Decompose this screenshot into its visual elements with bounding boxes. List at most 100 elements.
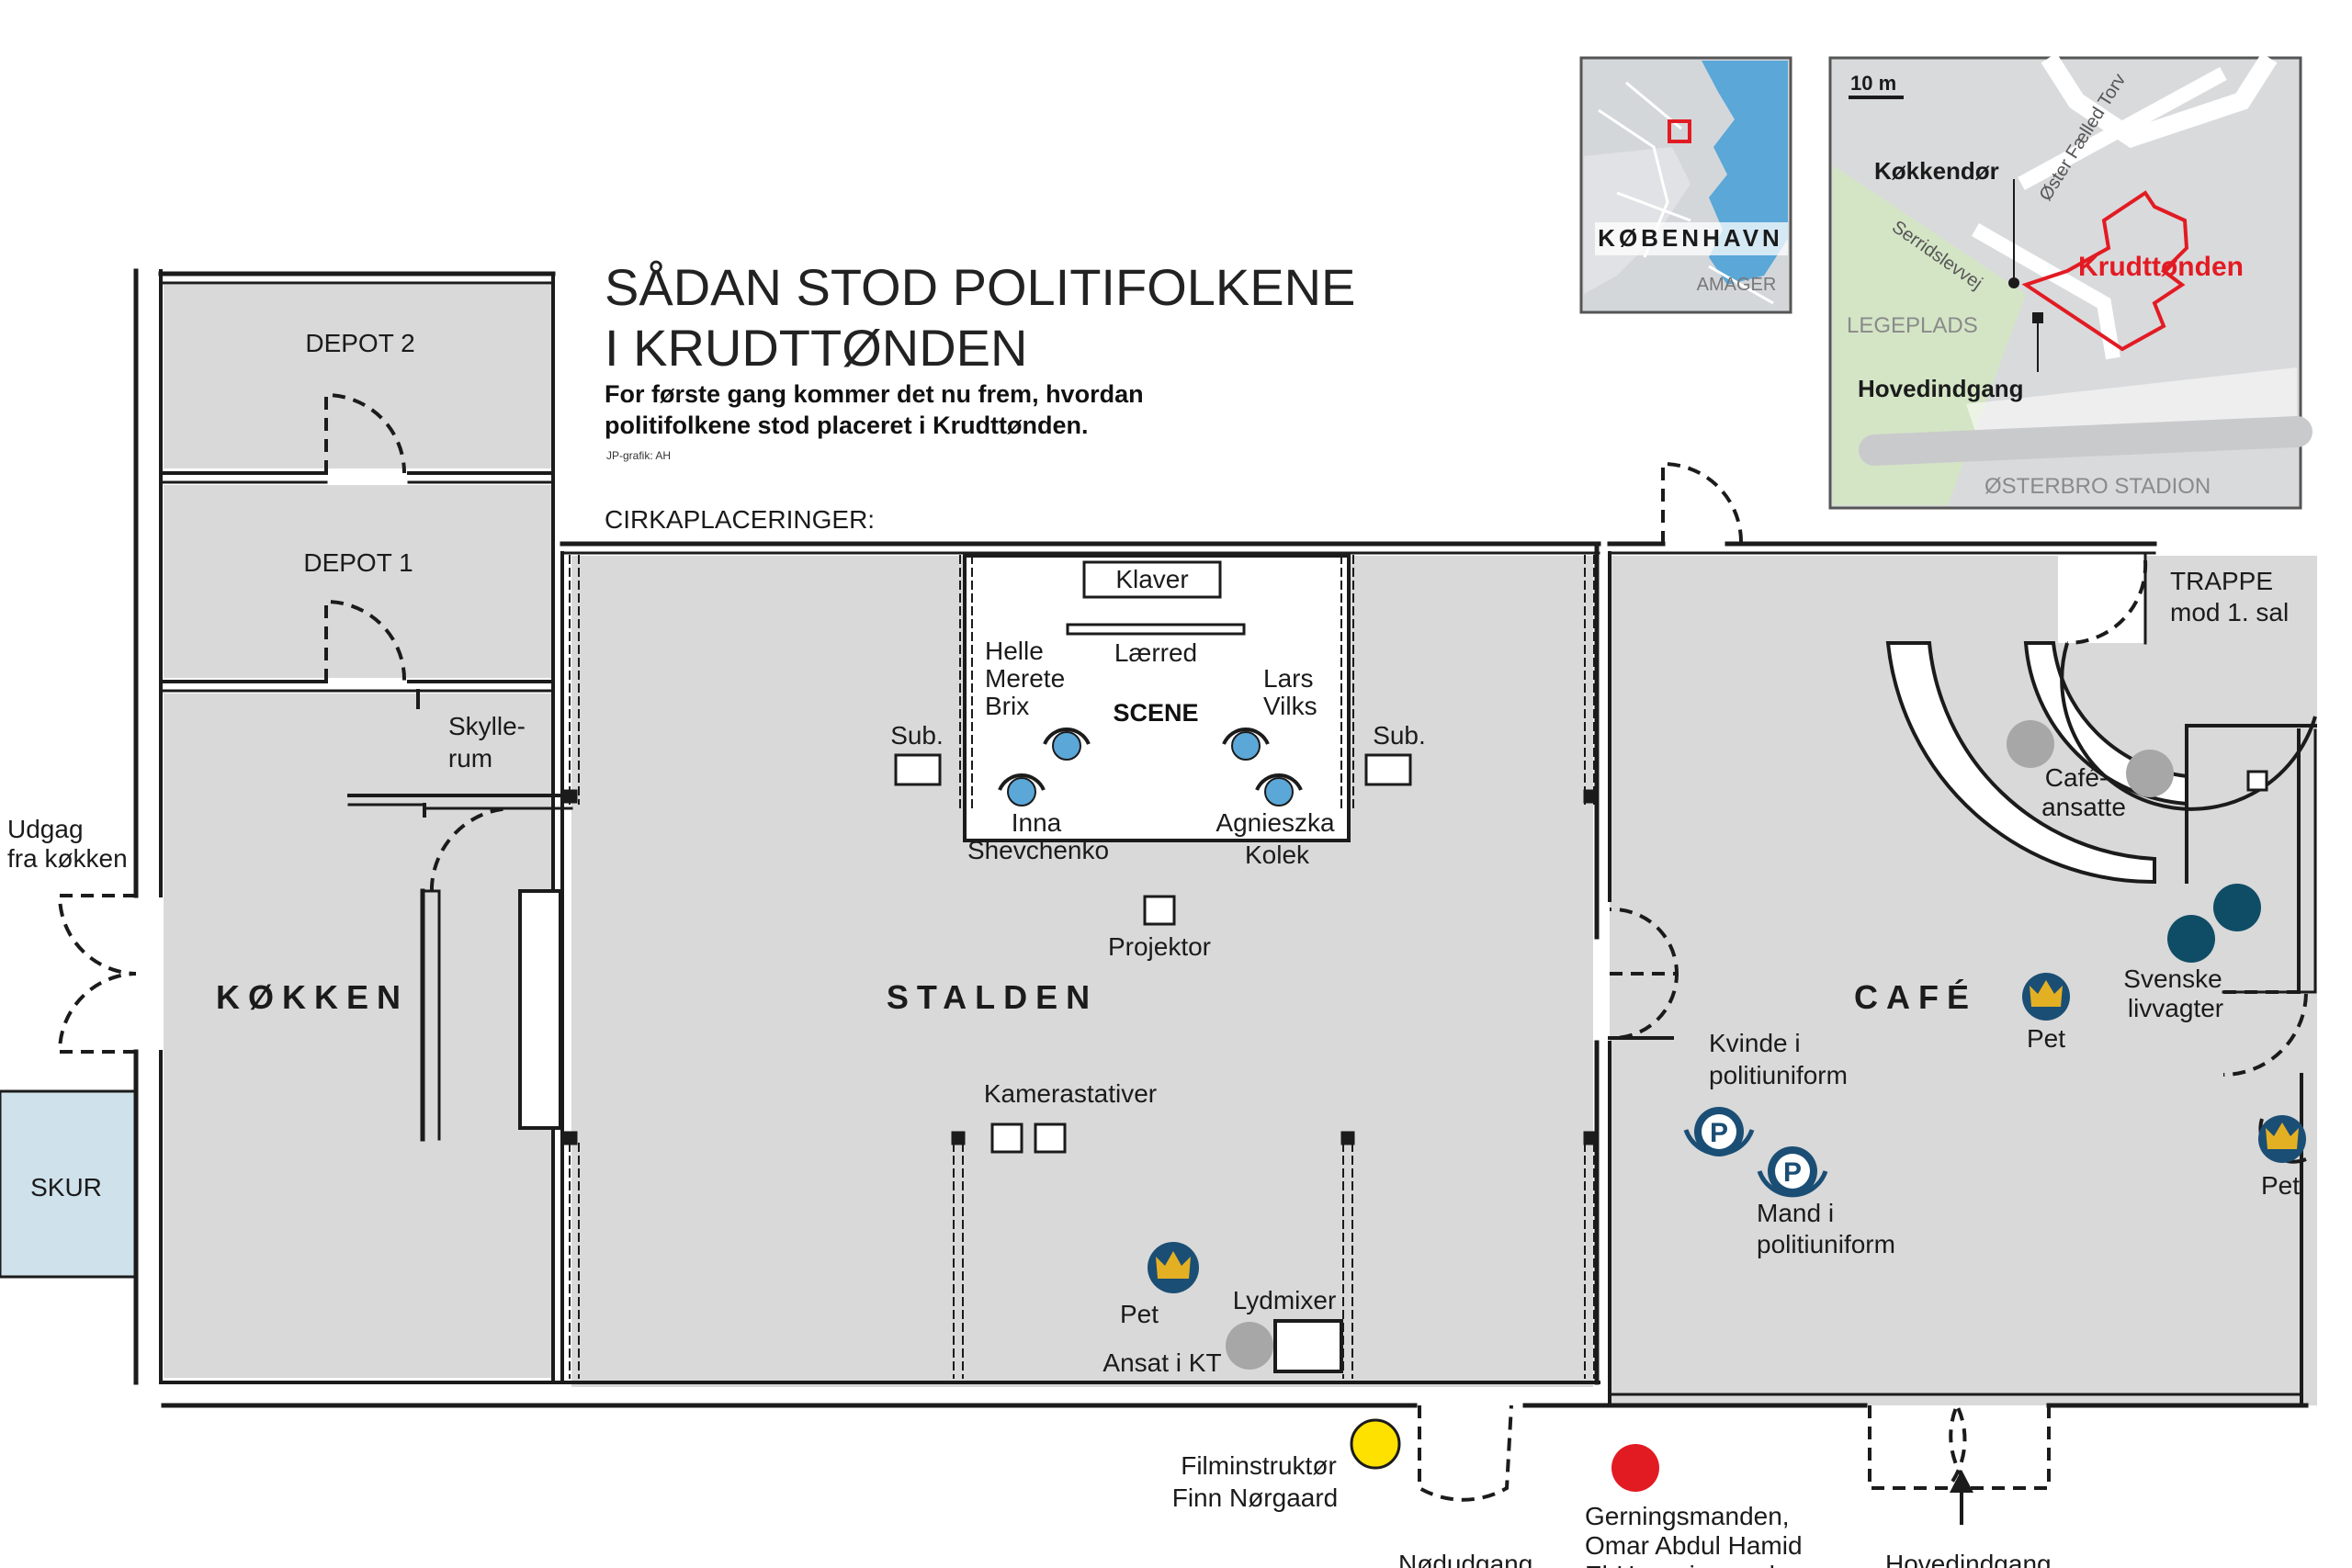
door-depot2 <box>324 392 406 474</box>
detail-map: 10 m Køkkendør Hovedindgang Krudttønden … <box>1828 52 2312 510</box>
kt-employee-label: Ansat i KT <box>1102 1348 1221 1377</box>
subtitle-line-2: politifolkene stod placeret i Krudttønde… <box>605 412 1089 439</box>
stage-label: SCENE <box>1113 699 1198 727</box>
door-main-right <box>1949 1404 2051 1490</box>
filmmaker-label-1: Filminstruktør <box>1181 1451 1337 1480</box>
person-marker-helle <box>1043 728 1091 761</box>
piano-box <box>1082 560 1222 599</box>
locator-label-bg <box>1595 222 1788 255</box>
locator-city-label: KØBENHAVN <box>1598 224 1783 252</box>
door-emergency <box>1418 1404 1513 1502</box>
camera-stands-label: Kamerastativer <box>984 1079 1157 1108</box>
door-kitchen-exit-top <box>57 894 137 976</box>
screen-bar <box>1066 623 1246 636</box>
door-depot1 <box>324 599 407 682</box>
main-entrance-dot <box>2032 312 2043 323</box>
sub-left-label: Sub. <box>890 721 944 750</box>
person-marker-perpetrator <box>1611 1444 1659 1492</box>
title-line-1: SÅDAN STOD POLITIFOLKENE <box>605 258 1355 316</box>
door-stair <box>2066 559 2148 646</box>
inna-name-1: Inna <box>1012 808 1062 837</box>
title-line-2: I KRUDTTØNDEN <box>605 319 1027 377</box>
pillar <box>1583 1131 1598 1145</box>
person-marker-agnieszka <box>1255 773 1303 807</box>
pet-cafe-label: Pet <box>2027 1024 2065 1053</box>
stair-curve-outer <box>2060 642 2317 811</box>
stair-landing <box>2058 556 2145 643</box>
door-kitchen-exit-bottom <box>57 972 137 1054</box>
person-marker-kt-employee <box>1226 1322 1273 1370</box>
kitchen-counter <box>518 889 562 1130</box>
stair-curve <box>2023 641 2188 807</box>
person-marker-bodyguard <box>2213 884 2261 931</box>
title-block: SÅDAN STOD POLITIFOLKENE I KRUDTTØNDEN F… <box>605 258 1355 534</box>
cafe-fixture <box>2246 770 2268 792</box>
kitchen-exit-label-2: fra køkken <box>7 844 128 873</box>
helle-name-1: Helle <box>985 637 1044 665</box>
helle-name-3: Brix <box>985 692 1029 720</box>
man-police-label-1: Mand i <box>1757 1199 1834 1227</box>
room-labels: DEPOT 2 DEPOT 1 Skylle- rum KØKKEN STALD… <box>7 329 2289 1568</box>
person-marker-cafe-staff <box>2126 750 2174 797</box>
krudttonden-outline <box>2021 190 2189 352</box>
kitchen-door-label: Køkkendør <box>1874 157 1999 185</box>
perpetrator-label-2: Omar Abdul Hamid <box>1585 1531 1803 1560</box>
kitchen-label: KØKKEN <box>216 978 409 1016</box>
crown-icon <box>1148 1242 1199 1293</box>
skyllerum-label-1: Skylle- <box>448 712 526 740</box>
police-badge-symbol: P <box>1710 1118 1728 1148</box>
person-marker-cafe-staff <box>2007 720 2054 768</box>
pet-right-label: Pet <box>2261 1171 2300 1200</box>
door-cafe-side <box>2222 990 2309 1077</box>
locator-roads <box>1598 81 1774 305</box>
stadium-label: ØSTERBRO STADION <box>1984 474 2211 499</box>
pillar <box>563 1131 578 1145</box>
door-stalden-cafe-top <box>1609 907 1679 976</box>
woman-police-label-2: politiuniform <box>1709 1061 1848 1089</box>
subtitle-line-1: For første gang kommer det nu frem, hvor… <box>605 380 1144 408</box>
scale-label: 10 m <box>1850 72 1896 95</box>
perpetrator-label-3: El-Hussein, mødes <box>1585 1561 1803 1568</box>
sound-mixer-box <box>1273 1319 1343 1373</box>
police-marker-woman: P <box>1683 1107 1755 1156</box>
person-marker-bodyguard <box>2167 915 2215 963</box>
road-fraelled <box>2018 66 2227 191</box>
sound-mixer-label: Lydmixer <box>1233 1286 1337 1314</box>
locator-map-copenhagen: KØBENHAVN AMAGER <box>1579 56 1792 314</box>
pillar <box>1340 1131 1355 1145</box>
bodyguards-label-2: livvagter <box>2128 994 2223 1022</box>
stage-people <box>998 728 1303 807</box>
pet-stalden-label: Pet <box>1120 1300 1159 1328</box>
camera-stand <box>1034 1122 1067 1154</box>
pillar <box>563 789 578 804</box>
cafe-label: CAFÉ <box>1854 978 1977 1016</box>
skur-box <box>0 1089 138 1279</box>
stairs-label-1: TRAPPE <box>2170 567 2273 595</box>
police-badge-symbol: P <box>1783 1157 1802 1188</box>
krudttonden-label: Krudttønden <box>2078 252 2244 282</box>
depot2-floor <box>164 285 551 468</box>
man-police-label-2: politiuniform <box>1757 1230 1895 1258</box>
location-marker-icon <box>1668 119 1691 143</box>
agnieszka-name-1: Agnieszka <box>1216 808 1335 837</box>
agnieszka-name-2: Kolek <box>1245 840 1310 869</box>
stalden-items: Sub. Sub. Projektor Kamerastativer Lydmi… <box>890 721 1426 1373</box>
map-main-entrance-label: Hovedindgang <box>1858 375 2024 402</box>
skyllerum-label-2: rum <box>448 744 492 773</box>
stalden-label: STALDEN <box>887 978 1098 1016</box>
inna-name-2: Shevchenko <box>967 836 1109 864</box>
walls <box>133 268 2317 1408</box>
perpetrator-label-1: Gerningsmanden, <box>1585 1502 1790 1530</box>
door-main-left <box>1868 1404 1967 1490</box>
depot1-floor <box>164 485 551 678</box>
person-marker-lars <box>1222 728 1270 761</box>
person-marker-inna <box>998 773 1046 807</box>
filmmaker-label-2: Finn Nørgaard <box>1172 1483 1339 1512</box>
person-marker-filmmaker <box>1350 1418 1401 1470</box>
bar-counter <box>1885 641 2156 885</box>
stage-contents: Klaver Lærred SCENE Helle Merete Brix La… <box>967 560 1335 869</box>
main-entrance-label: Hovedindgang <box>1885 1550 2052 1568</box>
cafe-staff-label-1: Café- <box>2045 763 2108 792</box>
pillar <box>951 1131 966 1145</box>
shed-label: SKUR <box>30 1173 102 1201</box>
